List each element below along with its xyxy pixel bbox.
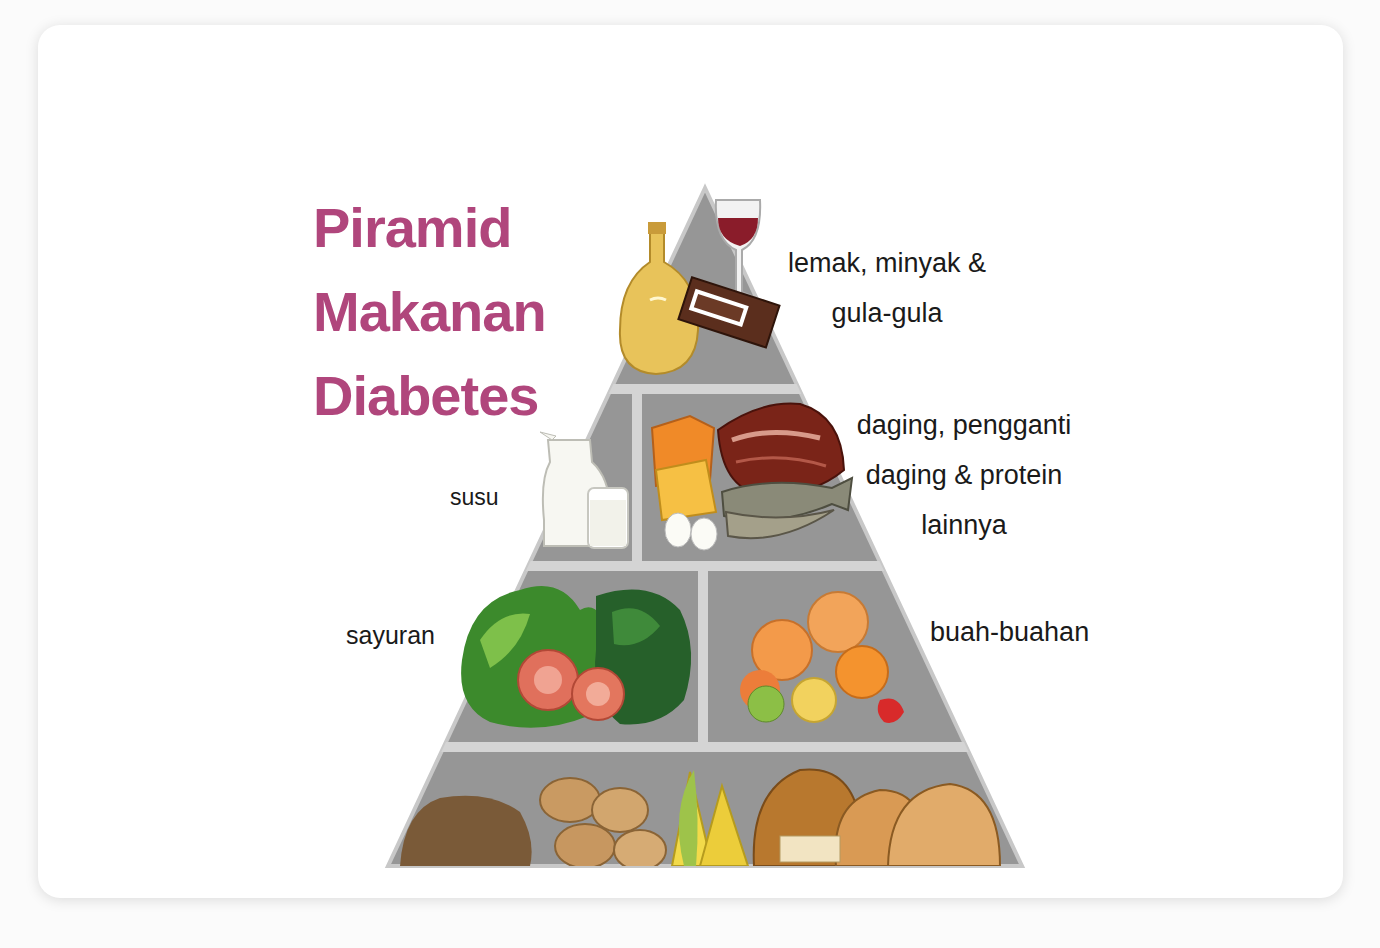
tier-label: sayuran [346,618,476,652]
tier-label: buah-buahan [930,614,1120,650]
tier-label: daging, pengganti daging & protein lainn… [836,400,1092,550]
tier-label: lemak, minyak & gula-gula [772,238,1002,338]
title-text: Piramid Makanan Diabetes [313,186,583,438]
tier-label: susu [450,482,530,512]
